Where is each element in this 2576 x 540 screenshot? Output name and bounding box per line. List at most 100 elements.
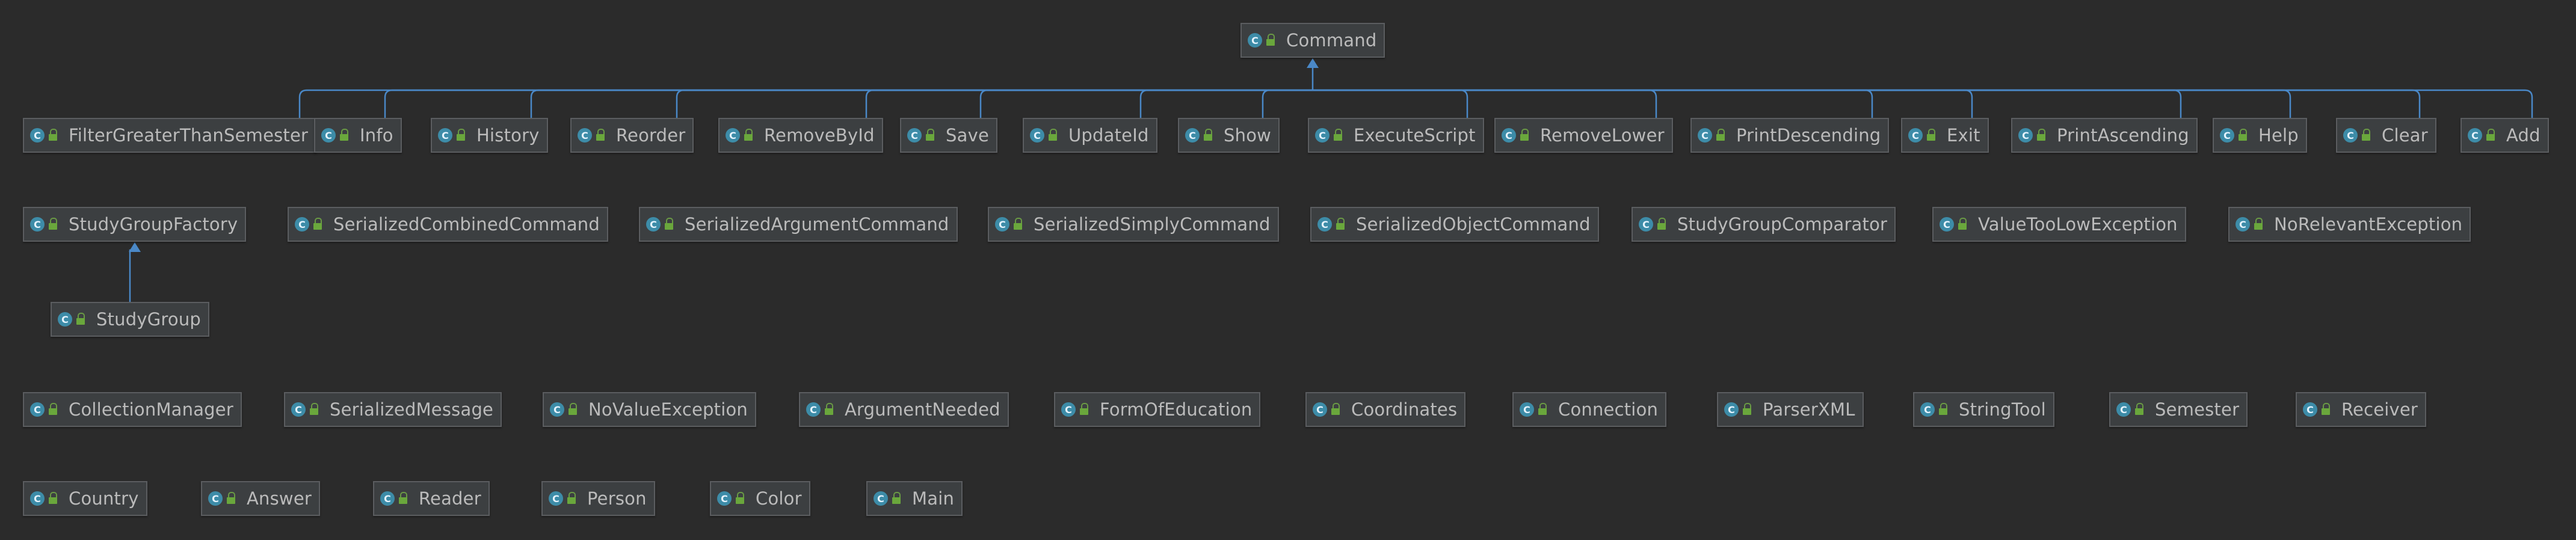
class-name: RemoveLower [1540,125,1665,146]
class-name: RemoveById [764,125,875,146]
class-c-icon: C [550,402,564,417]
edge-clear-to-command [1313,89,2421,118]
class-c-icon: C [2468,128,2482,143]
class-name: Person [587,488,647,509]
lock-icon [1013,218,1023,231]
edge-add-to-command [1313,89,2533,118]
edge-save-to-command [979,89,1313,118]
class-c-icon: C [2343,128,2358,143]
class-c-icon: C [907,128,922,143]
class-c-icon: C [1248,33,1262,48]
class-name: NoValueException [588,399,748,420]
edge-printdescending-to-command [1313,89,1873,118]
edge-exit-to-command [1313,89,1973,118]
edge-help-to-command [1313,89,2291,118]
class-c-icon: C [1698,128,1712,143]
class-c-icon: C [1061,402,1076,417]
lock-icon [313,218,322,231]
lock-icon [664,218,674,231]
class-name: Answer [247,488,312,509]
edge-show-to-command [1262,89,1313,118]
class-name: Main [912,488,955,509]
class-name: CollectionManager [69,399,233,420]
class-c-icon: C [806,402,821,417]
edge-removebyid-to-command [865,89,1313,118]
class-c-icon: C [295,217,309,232]
lock-icon [2238,129,2248,142]
class-name: StudyGroupComparator [1677,214,1888,235]
lock-icon [744,129,753,142]
lock-icon [48,403,58,416]
class-name: Info [360,125,393,146]
class-c-icon: C [380,491,395,506]
lock-icon [1742,403,1752,416]
lock-icon [567,492,576,505]
class-c-icon: C [30,491,45,506]
class-c-icon: C [438,128,452,143]
class-c-icon: C [30,128,45,143]
class-c-icon: C [291,402,306,417]
lock-icon [892,492,901,505]
class-node-novalueexception[interactable]: C NoValueException [543,392,756,427]
lock-icon [48,129,58,142]
lock-icon [2134,403,2144,416]
edge-reorder-to-command [676,89,1313,118]
lock-icon [824,403,834,416]
lock-icon [1336,218,1345,231]
class-name: Color [756,488,802,509]
class-name: SerializedArgumentCommand [685,214,949,235]
lock-icon [2486,129,2495,142]
lock-icon [1079,403,1089,416]
class-c-icon: C [30,217,45,232]
class-node-collectionmanager[interactable]: C CollectionManager [23,392,242,427]
lock-icon [925,129,935,142]
class-c-icon: C [30,402,45,417]
lock-icon [339,129,349,142]
class-node-serializedmessage[interactable]: C SerializedMessage [284,392,502,427]
class-c-icon: C [1724,402,1739,417]
class-name: SerializedMessage [330,399,494,420]
